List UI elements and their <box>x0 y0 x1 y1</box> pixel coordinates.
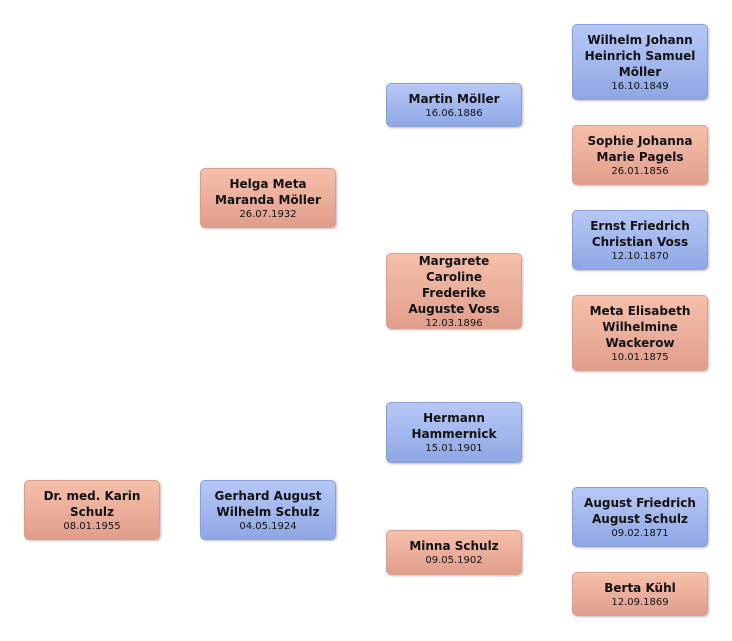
person-name: Gerhard August Wilhelm Schulz <box>214 488 322 519</box>
person-name: Ernst Friedrich Christian Voss <box>590 218 690 249</box>
person-name: Berta Kühl <box>604 580 676 595</box>
person-birth-date: 12.09.1869 <box>611 596 669 608</box>
person-box-meta-wackerow[interactable]: Meta Elisabeth Wilhelmine Wackerow 10.01… <box>572 295 708 371</box>
person-name: Helga Meta Maranda Möller <box>215 176 321 207</box>
person-box-margarete-voss[interactable]: Margarete Caroline Frederike Auguste Vos… <box>386 253 522 329</box>
person-box-minna-schulz[interactable]: Minna Schulz 09.05.1902 <box>386 530 522 575</box>
person-birth-date: 12.03.1896 <box>425 317 483 329</box>
person-name: Margarete Caroline Frederike Auguste Vos… <box>408 253 500 316</box>
person-birth-date: 15.01.1901 <box>425 443 483 454</box>
person-box-august-schulz[interactable]: August Friedrich August Schulz 09.02.187… <box>572 487 708 547</box>
person-birth-date: 12.10.1870 <box>611 250 669 262</box>
person-birth-date: 09.02.1871 <box>611 527 669 539</box>
person-name: Minna Schulz <box>409 539 499 553</box>
person-name: Hermann Hammernick <box>411 411 497 441</box>
person-birth-date: 16.10.1849 <box>611 80 669 92</box>
person-box-wilhelm-moeller[interactable]: Wilhelm Johann Heinrich Samuel Möller 16… <box>572 24 708 100</box>
person-birth-date: 08.01.1955 <box>63 520 121 532</box>
person-box-berta-kuehl[interactable]: Berta Kühl 12.09.1869 <box>572 572 708 616</box>
person-box-hermann-hammernick[interactable]: Hermann Hammernick 15.01.1901 <box>386 402 522 463</box>
person-box-karin-schulz[interactable]: Dr. med. Karin Schulz 08.01.1955 <box>24 480 160 540</box>
person-name: Wilhelm Johann Heinrich Samuel Möller <box>584 32 696 79</box>
person-box-ernst-voss[interactable]: Ernst Friedrich Christian Voss 12.10.187… <box>572 210 708 270</box>
person-name: Meta Elisabeth Wilhelmine Wackerow <box>589 303 691 350</box>
person-name: Sophie Johanna Marie Pagels <box>587 133 693 164</box>
person-name: Dr. med. Karin Schulz <box>43 488 141 519</box>
person-birth-date: 16.06.1886 <box>425 107 483 119</box>
person-box-helga-moeller[interactable]: Helga Meta Maranda Möller 26.07.1932 <box>200 168 336 228</box>
person-box-martin-moeller[interactable]: Martin Möller 16.06.1886 <box>386 83 522 127</box>
person-box-sophie-pagels[interactable]: Sophie Johanna Marie Pagels 26.01.1856 <box>572 125 708 185</box>
person-birth-date: 26.07.1932 <box>239 208 297 220</box>
person-birth-date: 04.05.1924 <box>239 520 297 532</box>
person-birth-date: 26.01.1856 <box>611 165 669 177</box>
person-box-gerhard-schulz[interactable]: Gerhard August Wilhelm Schulz 04.05.1924 <box>200 480 336 540</box>
person-birth-date: 10.01.1875 <box>611 351 669 363</box>
person-birth-date: 09.05.1902 <box>425 555 483 566</box>
person-name: August Friedrich August Schulz <box>584 495 696 526</box>
person-name: Martin Möller <box>408 91 500 106</box>
